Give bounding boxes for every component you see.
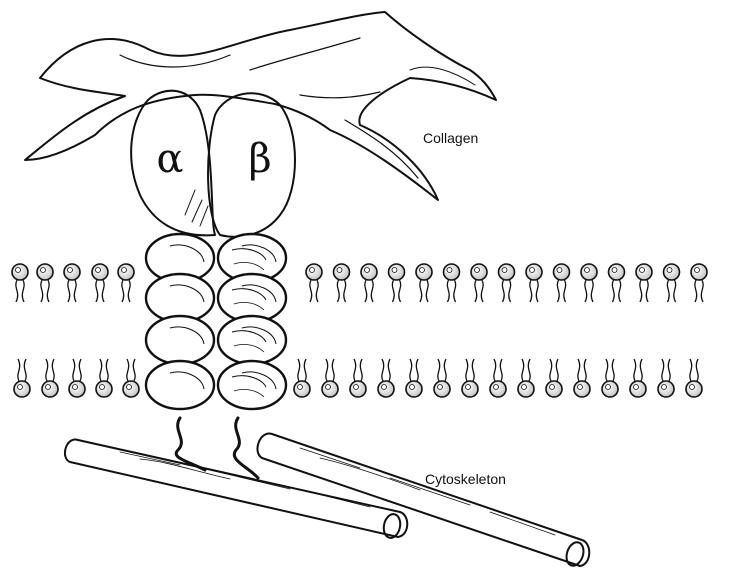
lipid-upper	[360, 263, 378, 303]
lipid-upper	[91, 263, 109, 303]
lipid-lower	[461, 358, 479, 398]
transmembrane-domain	[144, 314, 216, 366]
lipid-lower	[377, 358, 395, 398]
lipid-lower	[685, 358, 703, 398]
lipid-upper	[117, 263, 135, 303]
lipid-lower	[349, 358, 367, 398]
lipid-upper	[387, 263, 406, 303]
alpha-subunit-head	[130, 89, 216, 237]
lipid-lower	[601, 358, 619, 398]
lipid-lower	[68, 358, 86, 398]
lipid-upper	[635, 263, 653, 303]
cytoskeleton-label: Cytoskeleton	[425, 471, 506, 487]
lipid-upper	[662, 263, 681, 303]
lipid-lower	[489, 358, 507, 398]
lipid-upper	[690, 263, 708, 303]
beta-label: β	[248, 136, 271, 182]
lipid-upper	[497, 263, 516, 303]
collagen-fiber	[24, 11, 497, 201]
lipid-upper	[415, 263, 433, 303]
cytoskeleton-filament-2	[256, 432, 591, 567]
lipid-lower	[573, 358, 591, 398]
transmembrane-domain	[144, 359, 216, 411]
lipid-lower	[405, 358, 423, 398]
lipid-upper	[470, 263, 488, 303]
alpha-cytoplasmic-tail	[174, 416, 207, 472]
alpha-label: α	[156, 136, 183, 182]
lipid-lower	[122, 358, 140, 398]
lipid-bilayer	[11, 263, 708, 398]
lipid-lower	[517, 358, 535, 398]
lipid-lower	[657, 358, 675, 398]
lipid-upper	[580, 263, 598, 303]
lipid-lower	[433, 358, 451, 398]
lipid-lower	[95, 358, 113, 398]
alpha-subunit-stalk	[144, 232, 216, 411]
lipid-upper	[11, 263, 29, 303]
lipid-lower	[13, 358, 31, 398]
lipid-upper	[552, 263, 571, 303]
lipid-upper	[607, 263, 626, 303]
collagen-label: Collagen	[423, 130, 478, 146]
lipid-upper	[63, 263, 81, 303]
beta-subunit-head	[207, 92, 296, 238]
lipid-upper	[36, 263, 54, 303]
lipid-lower	[629, 358, 647, 398]
lipid-upper	[525, 263, 543, 303]
lipid-upper	[442, 263, 461, 303]
lipid-lower	[293, 358, 311, 398]
transmembrane-domain	[216, 359, 288, 411]
lipid-upper	[332, 263, 351, 303]
lipid-lower	[545, 358, 563, 398]
cytoskeleton-filament-1	[63, 438, 409, 539]
lipid-lower	[41, 358, 59, 398]
lipid-upper	[305, 263, 323, 303]
beta-subunit-stalk	[216, 232, 288, 411]
beta-cytoplasmic-tail	[232, 416, 260, 480]
transmembrane-domain	[216, 314, 288, 366]
lipid-lower	[321, 358, 339, 398]
